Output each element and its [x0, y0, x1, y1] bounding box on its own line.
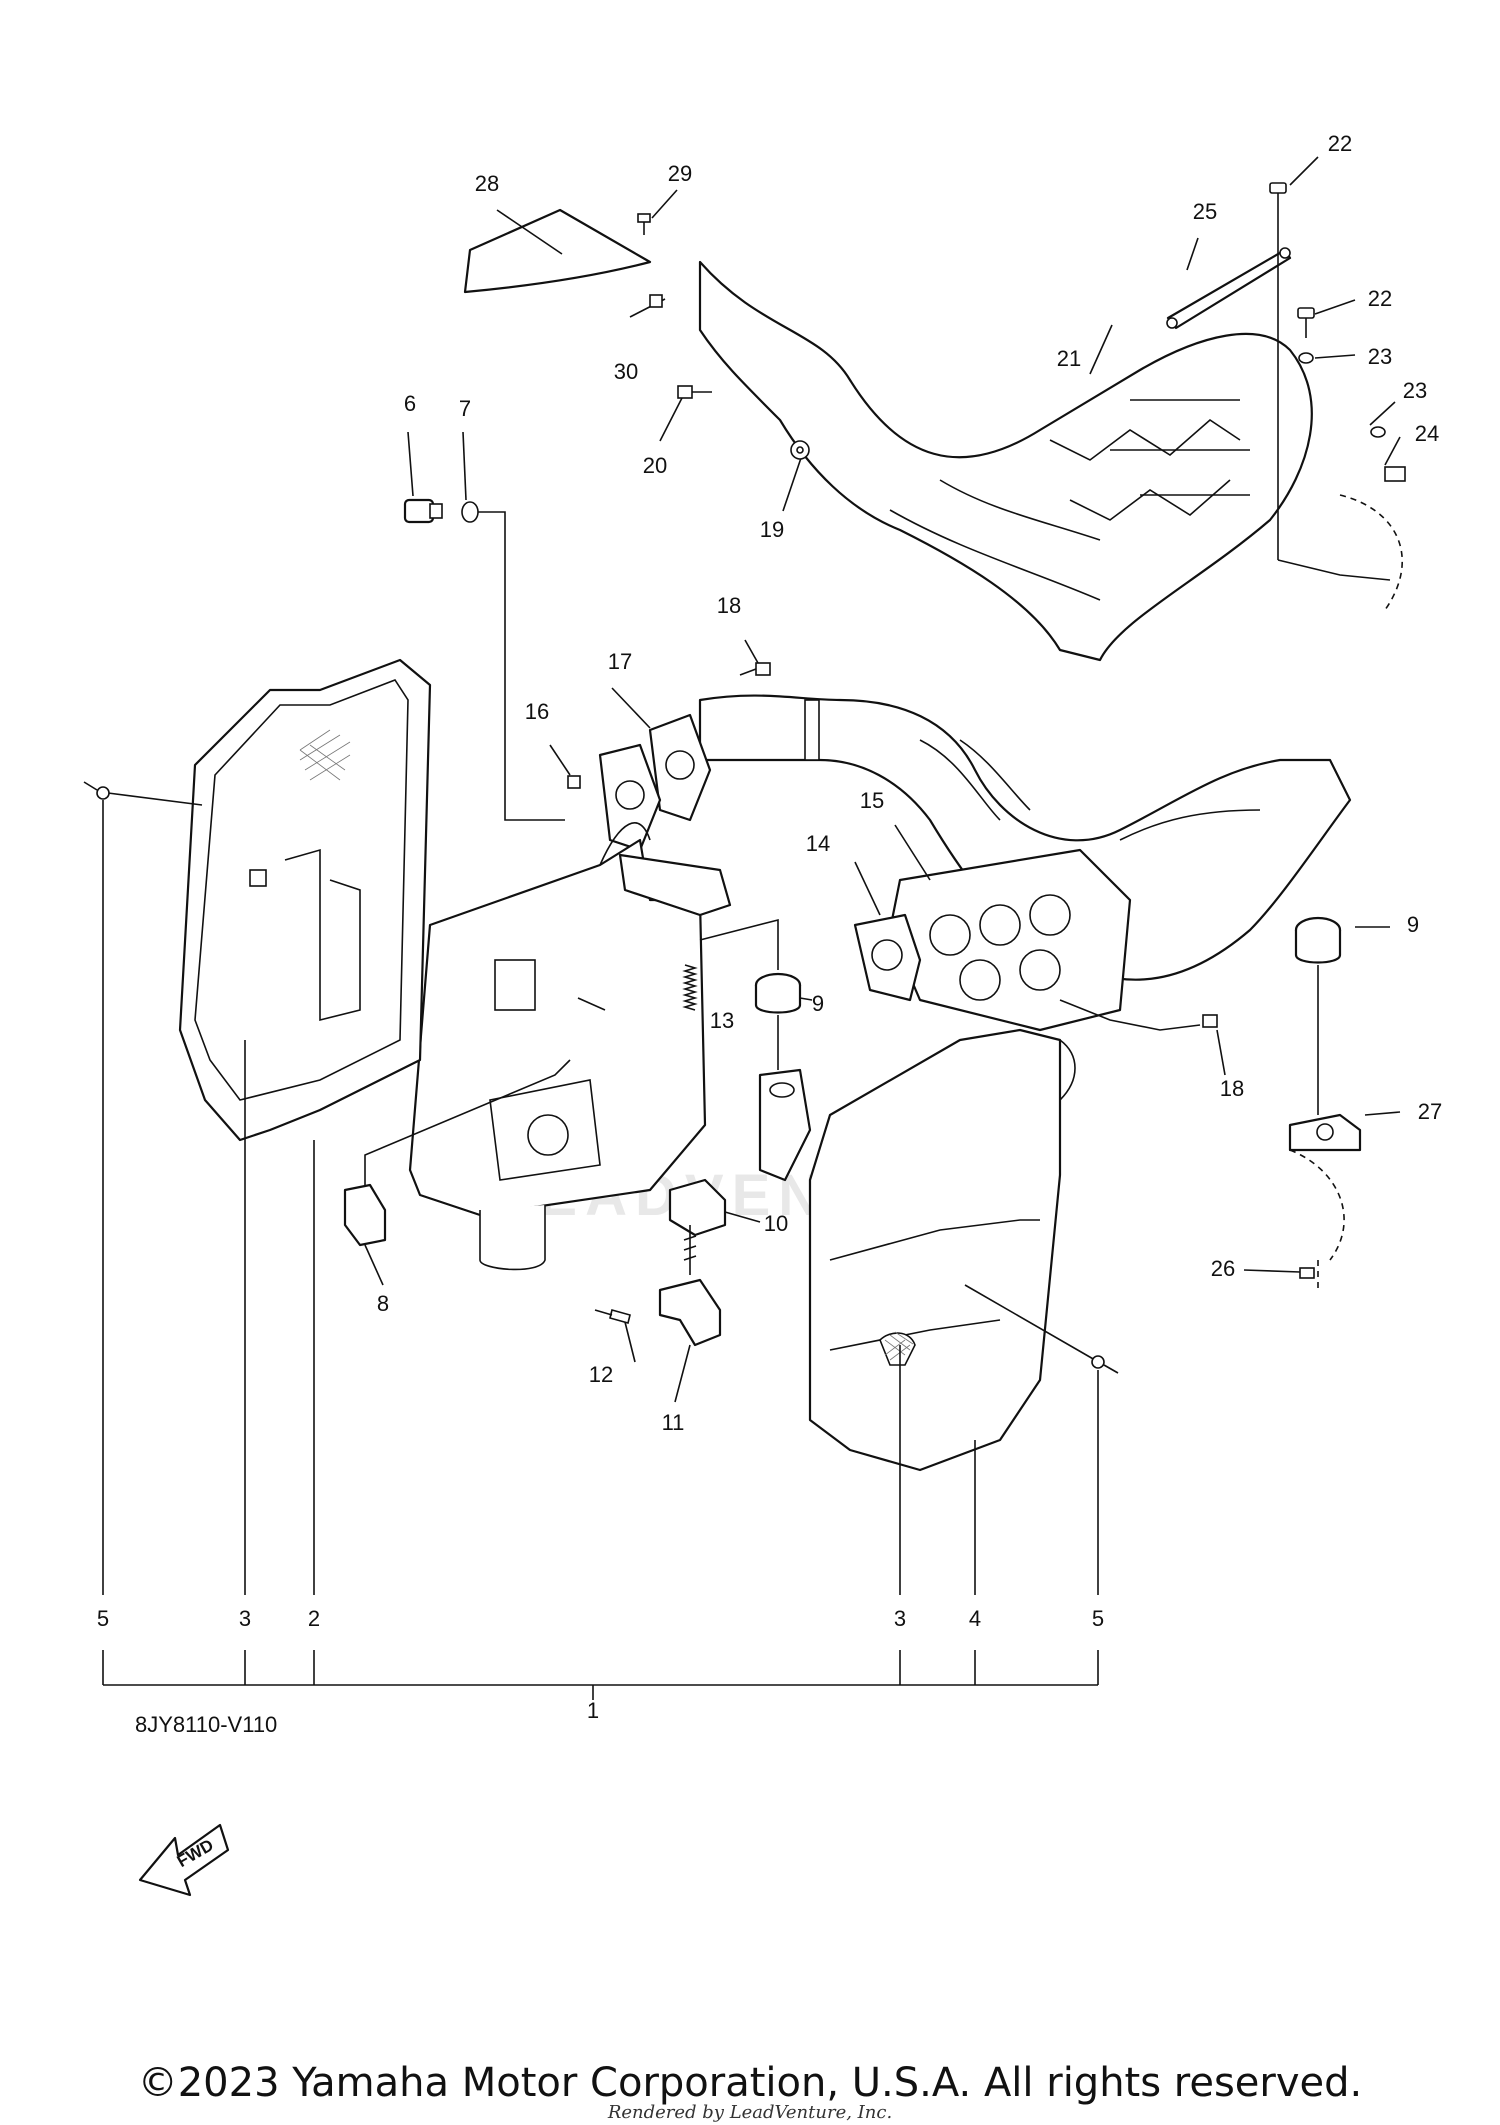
clip-24: [1384, 466, 1406, 482]
gasket-washer: [461, 501, 479, 523]
diagram-code: 8JY8110-V110: [135, 1712, 278, 1737]
callout-10: 10: [764, 1211, 788, 1236]
callout-27: 27: [1418, 1099, 1442, 1124]
bolt-20: [677, 385, 712, 399]
callout-5-right: 5: [1092, 1606, 1104, 1631]
nut-19: [790, 440, 810, 460]
clip-8: [343, 1183, 387, 1247]
callout-30: 30: [614, 359, 638, 384]
bolt-18-bottom: [1202, 1014, 1218, 1028]
callout-29: 29: [668, 161, 692, 186]
muffler-cover-left: [178, 658, 432, 1142]
callout-8: 8: [377, 1291, 389, 1316]
callout-23-low: 23: [1403, 378, 1427, 403]
muffler-cover-right: [808, 1028, 1076, 1472]
callout-20: 20: [643, 453, 667, 478]
callout-15: 15: [860, 788, 884, 813]
screw-29: [637, 213, 651, 235]
callout-24: 24: [1415, 421, 1439, 446]
rendered-by-credit: Rendered by LeadVenture, Inc.: [607, 2102, 893, 2123]
callout-16: 16: [525, 699, 549, 724]
fwd-arrow-icon: FWD: [138, 1823, 230, 1897]
manifold-flange: [888, 848, 1132, 1032]
pin-5-right: [1091, 1355, 1119, 1374]
rubber-mount-10: [668, 1178, 727, 1237]
callout-3-left: 3: [239, 1606, 251, 1631]
nut-30: [649, 294, 663, 308]
callout-17: 17: [608, 649, 632, 674]
callout-5-left: 5: [97, 1606, 109, 1631]
callout-13: 13: [710, 1008, 734, 1033]
gasket-16-flange: [598, 743, 662, 852]
callout-22-top: 22: [1328, 131, 1352, 156]
strap: [1166, 248, 1292, 330]
heat-shield-upper: [698, 260, 1313, 662]
callout-2: 2: [308, 1606, 320, 1631]
callout-18-top: 18: [717, 593, 741, 618]
bolt-22-top: [1269, 182, 1287, 214]
washer-23-top: [1298, 352, 1314, 364]
spring-13: [682, 964, 698, 1011]
pin-12: [594, 1309, 631, 1324]
muffler: [408, 822, 707, 1271]
callout-11: 11: [662, 1410, 685, 1435]
callout-22-mid: 22: [1368, 286, 1392, 311]
callout-4: 4: [969, 1606, 981, 1631]
callout-9-right: 9: [1407, 912, 1419, 937]
callout-12: 12: [589, 1362, 613, 1387]
bolt-22-mid: [1297, 307, 1315, 338]
callout-1: 1: [587, 1698, 599, 1723]
rubber-mount-9-right: [1294, 916, 1342, 964]
drain-plug: [403, 498, 443, 524]
callout-6: 6: [404, 391, 416, 416]
callout-26: 26: [1211, 1256, 1235, 1281]
callout-14: 14: [806, 831, 830, 856]
leader-lines-bottom: [102, 800, 1099, 1700]
callout-21: 21: [1057, 346, 1081, 371]
bolt-18-top: [739, 662, 771, 676]
mount-bracket-muffler: [758, 1068, 812, 1182]
gasket-14: [853, 913, 922, 1002]
callout-9-left: 9: [812, 991, 824, 1016]
gasket-17: [648, 713, 712, 822]
leader-lines-upper: [496, 156, 1401, 512]
bracket-27: [1288, 1113, 1362, 1152]
rubber-mount-9: [754, 972, 802, 1014]
callout-18-bottom: 18: [1220, 1076, 1244, 1101]
washer-23-low: [1370, 426, 1386, 438]
callout-25: 25: [1193, 199, 1217, 224]
callout-23-top: 23: [1368, 344, 1392, 369]
callout-7: 7: [459, 396, 471, 421]
nut-16: [567, 775, 581, 789]
callout-28: 28: [475, 171, 499, 196]
muffler-bracket: [618, 853, 732, 917]
callout-19: 19: [760, 517, 784, 542]
exhaust-manifold: [698, 694, 1352, 981]
bracket-11: [658, 1225, 722, 1347]
copyright-notice: ©2023 Yamaha Motor Corporation, U.S.A. A…: [137, 2060, 1363, 2106]
bolt-26: [1299, 1267, 1315, 1279]
pin-5-left: [83, 781, 110, 800]
callout-3-right: 3: [894, 1606, 906, 1631]
